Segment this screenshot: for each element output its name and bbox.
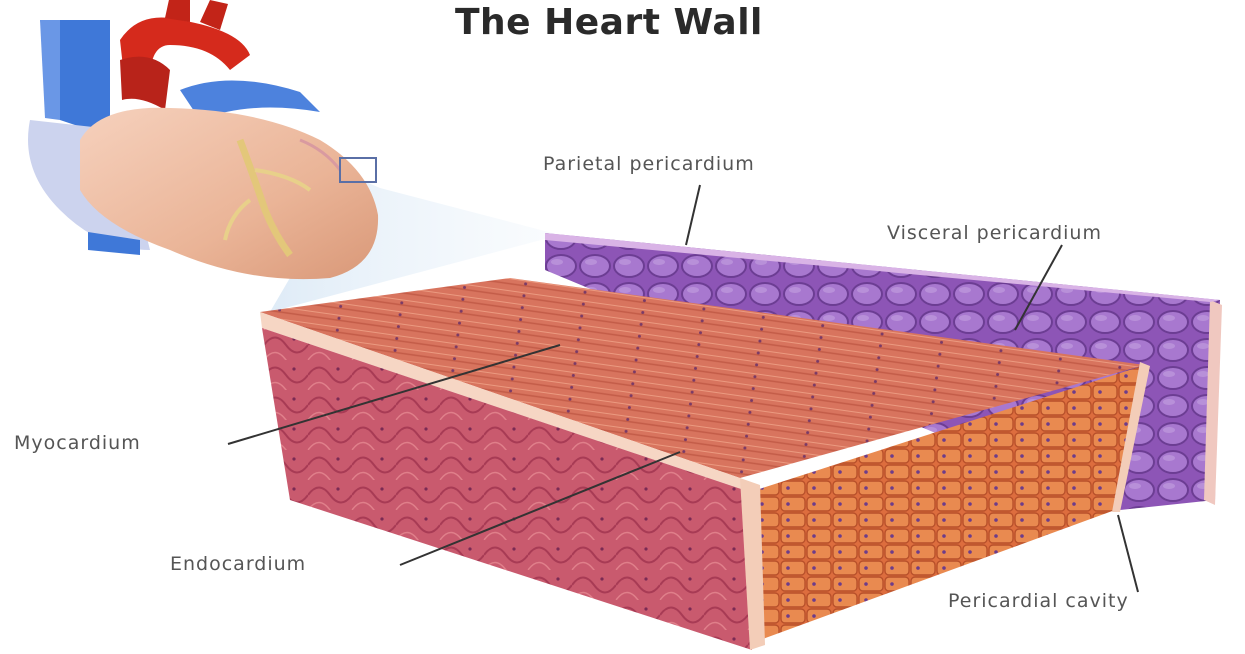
heart-illustration (28, 0, 378, 279)
leader-cavity (1118, 515, 1138, 592)
label-parietal-pericardium: Parietal pericardium (543, 153, 755, 175)
diagram-title: The Heart Wall (455, 2, 763, 43)
label-pericardial-cavity: Pericardial cavity (948, 590, 1129, 612)
label-endocardium: Endocardium (170, 553, 306, 575)
leader-parietal (686, 185, 700, 245)
label-myocardium: Myocardium (14, 432, 141, 454)
label-visceral-pericardium: Visceral pericardium (887, 222, 1102, 244)
